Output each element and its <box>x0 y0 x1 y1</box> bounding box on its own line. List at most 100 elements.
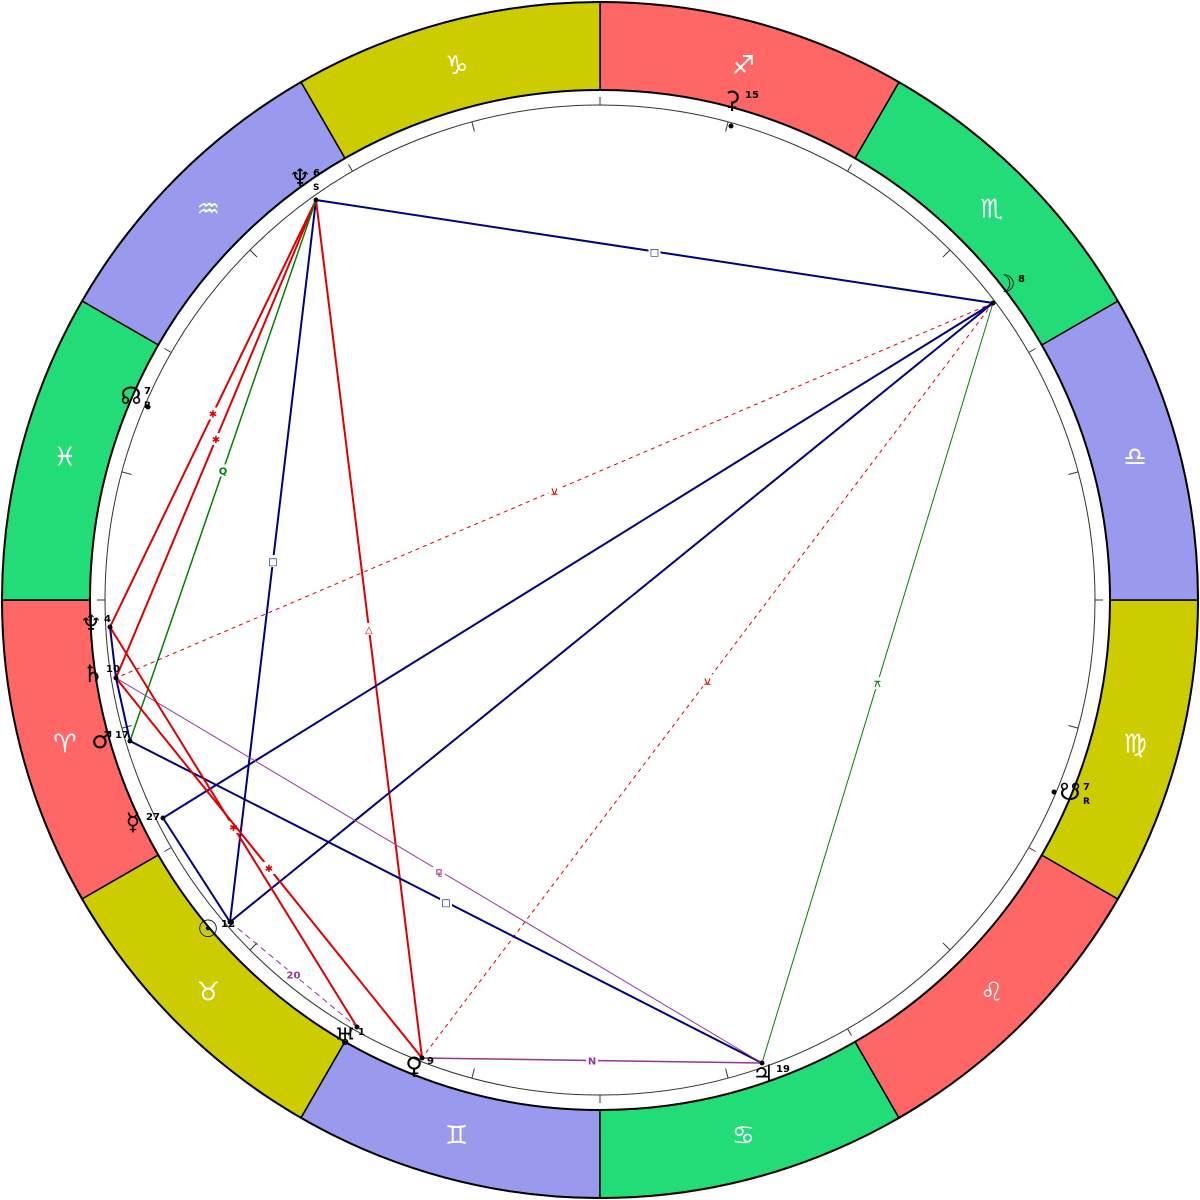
planet-degree: 9 <box>427 1056 434 1067</box>
aspect-mark-bg <box>433 864 445 877</box>
planet-degree: 7 <box>144 386 151 397</box>
degree-tick <box>942 942 951 951</box>
aspect-quintile-icon: Q <box>219 467 228 478</box>
venus-icon: ♀ <box>405 1052 423 1080</box>
sagittarius-sign-icon: ♐ <box>732 51 755 81</box>
planet-point <box>1051 789 1057 795</box>
planet-point <box>313 197 319 203</box>
aspect-sesquiquadrate-icon: ⚼ <box>436 867 443 878</box>
degree-tick <box>348 1028 353 1036</box>
planet-point <box>107 624 113 630</box>
aspect-vigintile-icon: 20 <box>287 971 301 982</box>
capricorn-sign-icon: ♑ <box>445 51 468 81</box>
uranus-icon: ♅ <box>334 1023 356 1051</box>
aspect-mark-bg <box>267 555 279 567</box>
degree-tick <box>847 1028 852 1036</box>
planet-status: R <box>1083 797 1090 807</box>
degree-tick <box>725 121 729 132</box>
aspect-square-icon: □ <box>441 898 450 909</box>
planet-degree: 6 <box>313 168 320 179</box>
planet-degree: 15 <box>745 90 759 101</box>
aspect-mark-bg <box>287 968 300 981</box>
planet-degree: 7 <box>1083 782 1090 793</box>
aspect-sextile-icon: ✱ <box>212 435 220 446</box>
aspect-square-icon: □ <box>268 557 277 568</box>
planet-point <box>354 1024 360 1030</box>
aquarius-sign-icon: ♒ <box>197 194 220 224</box>
aspect-line-conjunction <box>162 817 231 923</box>
aspect-sextile-icon: ✱ <box>209 410 217 421</box>
aspect-line-semisextile <box>115 302 994 679</box>
aspect-line-opposition <box>229 302 994 923</box>
degree-tick <box>847 164 852 172</box>
sun-icon: ☉ <box>197 915 219 943</box>
aspect-sextile-icon: ✱ <box>229 823 237 834</box>
planet-point <box>113 675 119 681</box>
aspect-semisextile-icon: ⚺ <box>551 487 558 498</box>
planet-degree: 17 <box>115 730 129 741</box>
taurus-sign-icon: ♉ <box>197 978 220 1008</box>
degree-tick <box>471 1068 475 1079</box>
planet-degree: 4 <box>104 614 111 625</box>
degree-tick <box>1068 471 1079 475</box>
planet-degree: 27 <box>146 812 160 823</box>
libra-sign-icon: ♎ <box>1123 443 1146 473</box>
gemini-sign-icon: ♊ <box>445 1121 468 1151</box>
scorpio-sign-icon: ♏ <box>980 194 1003 224</box>
south-node-icon: ☋ <box>1059 778 1080 806</box>
aspect-quincunx-icon: ⚻ <box>874 679 881 690</box>
planet-glyphs: ♆6S☽8⚳15☊7R☋7R♆4♄10♂17☿27☉12♅1♀9♃19 <box>80 86 1090 1088</box>
aspect-novile-icon: N <box>588 1057 596 1068</box>
pisces-sign-icon: ♓ <box>53 443 76 473</box>
planet-point <box>145 404 151 410</box>
cancer-sign-icon: ♋ <box>732 1121 755 1151</box>
aspect-mark-bg <box>440 896 452 908</box>
aspect-mark-bg <box>871 677 884 689</box>
degree-tick <box>164 348 172 353</box>
moon-icon: ☽ <box>994 270 1016 298</box>
leo-sign-icon: ♌ <box>980 978 1003 1008</box>
planet-status: S <box>313 183 319 193</box>
planet-point <box>127 738 133 744</box>
mercury-icon: ☿ <box>126 808 141 836</box>
planet-degree: 1 <box>358 1027 365 1038</box>
aspect-mark-bg <box>363 623 375 635</box>
aspect-line-opposition <box>162 302 994 819</box>
aspect-square-icon: □ <box>650 248 659 259</box>
aspect-semisextile-icon: ⚺ <box>704 677 711 688</box>
neptune-icon: ♆ <box>80 610 102 638</box>
degree-tick <box>1028 348 1036 353</box>
planet-point <box>990 300 996 306</box>
neptune-top-icon: ♆ <box>289 164 311 192</box>
planet-degree: 8 <box>1018 274 1025 285</box>
aspect-sextile-icon: ✱ <box>265 864 273 875</box>
planet-point <box>759 1060 765 1066</box>
aspect-mark-bg <box>548 484 561 497</box>
aspect-line-conjunction <box>109 626 117 679</box>
degree-tick <box>942 249 951 258</box>
degree-tick <box>1068 725 1079 729</box>
virgo-sign-icon: ♍ <box>1123 729 1146 759</box>
inner-ring-border <box>89 89 1111 1111</box>
aspect-mark-bg <box>210 433 222 445</box>
aspect-trine-icon: △ <box>365 625 373 636</box>
aries-sign-icon: ♈ <box>53 729 76 759</box>
degree-tick <box>1028 847 1036 852</box>
jupiter-icon: ♃ <box>752 1060 774 1088</box>
aspect-line-conjunction <box>115 677 131 742</box>
aspect-mark-bg <box>207 407 219 420</box>
degree-tick <box>249 249 258 258</box>
aspect-lines: □ □ △ ✱ ✱ Q ⚺ ⚺ ⚻ □ ⚼ N ✱ ✱ 20 <box>109 199 994 1068</box>
degree-tick <box>121 471 132 475</box>
aspect-mark-bg <box>586 1054 598 1067</box>
planet-point <box>160 815 166 821</box>
aspect-mark-bg <box>227 821 240 833</box>
planet-degree: 19 <box>776 1064 790 1075</box>
degree-tick <box>164 847 172 852</box>
planet-point <box>728 123 734 129</box>
north-node-icon: ☊ <box>120 382 141 410</box>
planet-status: R <box>144 401 151 411</box>
